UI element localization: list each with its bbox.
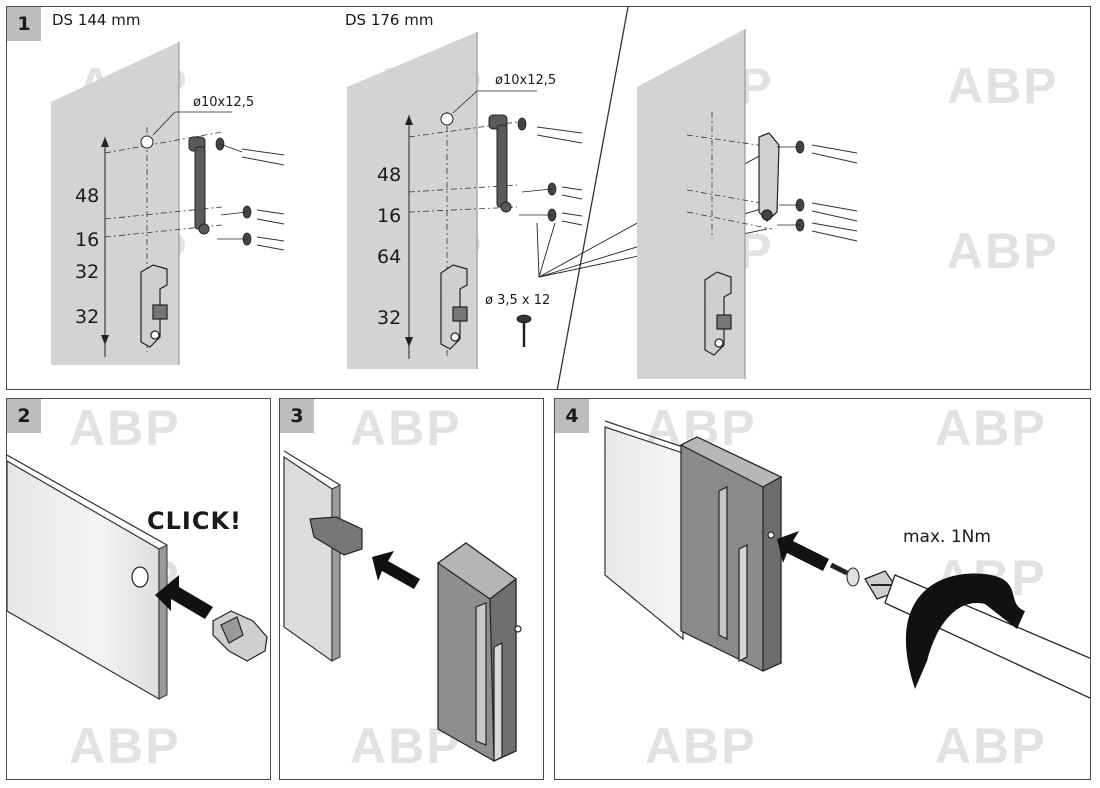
screw-size-label: ø 3,5 x 12: [485, 293, 551, 308]
middle-dim-1: 48: [377, 164, 402, 186]
step-1-panel: 1 ABP ABP ABP ABP ABP ABP ABP ABP: [6, 6, 1091, 390]
step-4-panel: 4 ABP ABP ABP ABP ABP: [554, 398, 1091, 780]
screw: [777, 140, 805, 232]
insert-arrow: [372, 551, 420, 589]
left-dim-2: 16: [75, 229, 100, 251]
middle-dim-3: 64: [377, 246, 402, 268]
step-3-illustration: [283, 450, 522, 762]
drawer-side-profile: [679, 436, 783, 672]
click-adapter: [309, 516, 363, 556]
middle-hole-size-label: ø10x12,5: [495, 73, 557, 88]
left-dim-4: 32: [75, 306, 100, 328]
insert-arrow: [777, 531, 829, 571]
dimension-arrow: [101, 137, 109, 147]
front-coupling: [440, 264, 468, 350]
dimension-arrow: [405, 115, 413, 125]
insert-arrow: [155, 575, 213, 619]
left-dim-1: 48: [75, 185, 100, 207]
screw-icon: [516, 314, 532, 347]
drawer-front-panel: [283, 455, 333, 663]
rear-bracket: [488, 114, 512, 213]
left-hole-size-label: ø10x12,5: [193, 95, 255, 110]
section-divider-line: [556, 7, 629, 389]
torque-label: max. 1Nm: [903, 527, 991, 547]
step-1-number: 1: [7, 7, 41, 41]
step-2-panel: 2 ABP ABP ABP CLICK!: [6, 398, 271, 780]
middle-config-title: DS 176 mm: [345, 11, 434, 29]
step-2-illustration: [7, 454, 268, 701]
adjustment-screw: [829, 562, 860, 587]
bore-hole: [131, 566, 149, 588]
dimension-arrow: [101, 335, 109, 345]
screw: [215, 137, 252, 246]
drawer-side-profile: [436, 542, 522, 762]
step-3-panel: 3 ABP ABP: [279, 398, 544, 780]
hole-marker: [440, 112, 454, 126]
rear-bracket: [758, 132, 780, 222]
rear-bracket: [188, 136, 210, 235]
dimension-arrow: [405, 337, 413, 347]
left-config-title: DS 144 mm: [52, 11, 141, 29]
front-coupling: [704, 271, 732, 356]
hole-marker: [140, 135, 154, 149]
step-1-illustration: [51, 7, 858, 389]
step-2-number: 2: [7, 399, 41, 433]
step-4-illustration: [604, 420, 1090, 699]
rotation-arrow: [905, 573, 1025, 689]
front-coupling: [140, 264, 168, 348]
left-dim-3: 32: [75, 261, 100, 283]
step-4-number: 4: [555, 399, 589, 433]
drawer-front-panel: [604, 426, 684, 641]
click-label: CLICK!: [147, 507, 242, 535]
middle-dim-4: 32: [377, 307, 402, 329]
middle-dim-2: 16: [377, 205, 402, 227]
step-3-number: 3: [280, 399, 314, 433]
screw: [517, 117, 557, 222]
click-adapter: [212, 610, 268, 662]
